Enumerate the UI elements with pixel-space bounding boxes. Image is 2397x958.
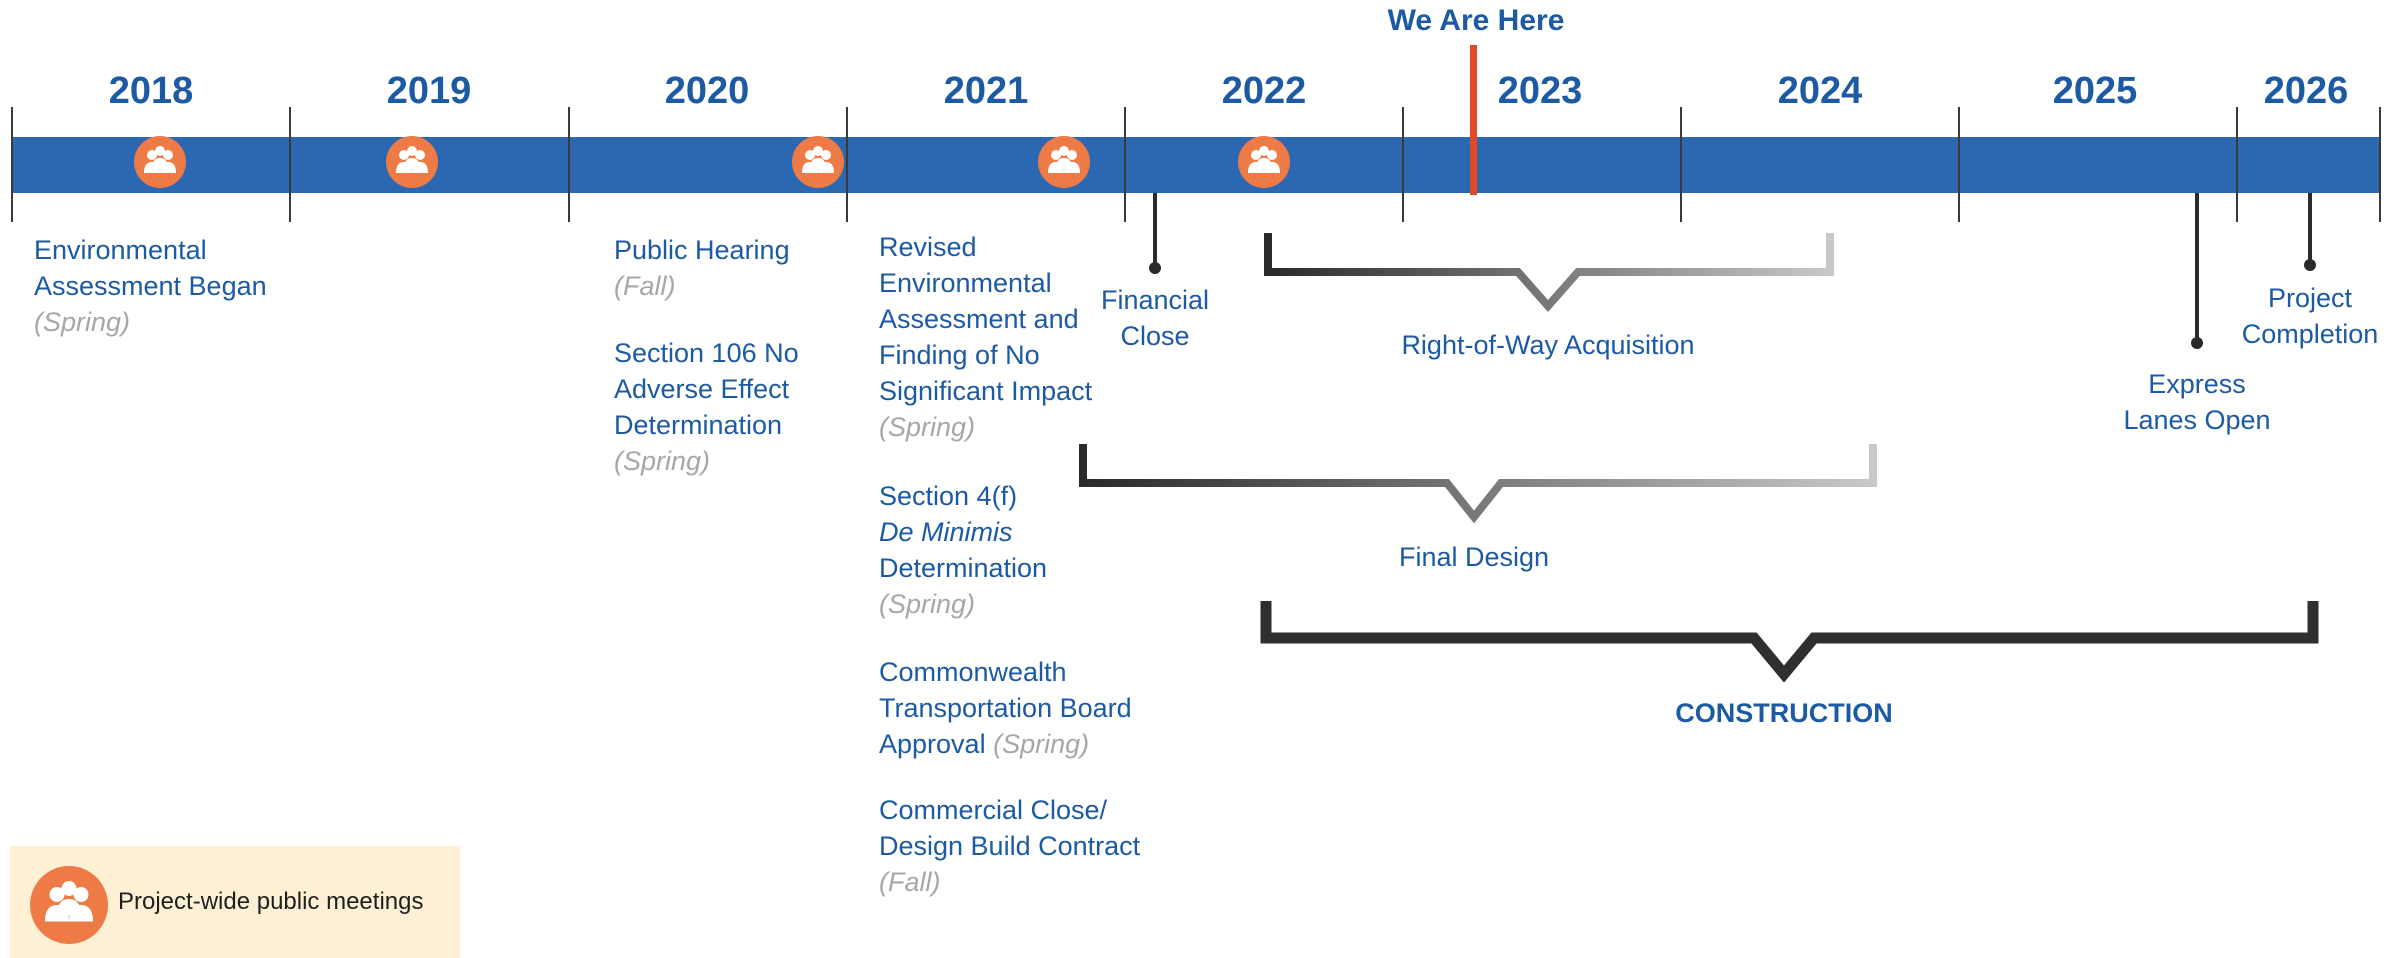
phase-label-construction: CONSTRUCTION	[1675, 698, 1893, 728]
people-group-icon	[1238, 136, 1290, 188]
express-lanes-pin	[2195, 193, 2199, 341]
year-label-2018: 2018	[108, 70, 194, 112]
year-divider	[846, 107, 848, 222]
milestone-text: Determination	[879, 553, 1048, 583]
milestone-express-lanes: Express Lanes Open	[2097, 366, 2297, 438]
milestone-text: Section 106 No	[614, 338, 799, 368]
milestone-section-106: Section 106 No Adverse Effect Determinat…	[614, 335, 799, 479]
we-are-here-marker	[1470, 45, 1477, 195]
milestone-text: Adverse Effect	[614, 374, 790, 404]
milestone-ctb-approval: Commonwealth Transportation Board Approv…	[879, 654, 1132, 762]
we-are-here-label: We Are Here	[1387, 4, 1565, 37]
people-group-icon	[30, 866, 108, 944]
milestone-text: Environmental	[879, 268, 1052, 298]
milestone-project-completion: Project Completion	[2210, 280, 2397, 352]
legend-label: Project-wide public meetings	[118, 888, 424, 915]
construction-bracket	[1260, 601, 2319, 683]
year-divider	[568, 107, 570, 222]
milestone-text: Finding of No	[879, 340, 1040, 370]
milestone-text: Revised	[879, 232, 977, 262]
year-label-2024: 2024	[1777, 70, 1863, 112]
phase-label-final-design: Final Design	[1398, 542, 1550, 572]
milestone-text: Financial	[1100, 285, 1210, 315]
milestone-text: Project	[2267, 283, 2353, 313]
year-divider	[289, 107, 291, 222]
milestone-commercial-close: Commercial Close/ Design Build Contract …	[879, 792, 1140, 900]
year-divider	[11, 107, 13, 222]
year-divider	[1680, 107, 1682, 222]
milestone-environmental-assessment: Environmental Assessment Began (Spring)	[34, 232, 267, 340]
people-group-icon	[386, 136, 438, 188]
year-divider	[2379, 107, 2381, 222]
milestone-season: (Spring)	[879, 589, 976, 619]
phase-label-right-of-way: Right-of-Way Acquisition	[1401, 330, 1695, 360]
project-completion-pin	[2308, 193, 2312, 263]
milestone-text: Section 4(f)	[879, 481, 1018, 511]
milestone-season: (Fall)	[879, 867, 941, 897]
milestone-text: Assessment and	[879, 304, 1079, 334]
year-divider	[1124, 107, 1126, 222]
milestone-text: Environmental	[34, 235, 207, 265]
milestone-revised-ea: Revised Environmental Assessment and Fin…	[879, 229, 1092, 445]
people-group-icon	[134, 136, 186, 188]
people-group-icon	[1038, 136, 1090, 188]
milestone-text: Completion	[2241, 319, 2379, 349]
milestone-season: (Fall)	[614, 271, 676, 301]
milestone-text: Approval	[879, 729, 986, 759]
milestone-public-hearing: Public Hearing (Fall)	[614, 232, 790, 304]
year-label-2026: 2026	[2263, 70, 2349, 112]
year-label-2025: 2025	[2052, 70, 2138, 112]
milestone-text: Significant Impact	[879, 376, 1093, 406]
milestone-text: Determination	[614, 410, 783, 440]
milestone-text: Public Hearing	[614, 235, 790, 265]
year-label-2021: 2021	[943, 70, 1029, 112]
milestone-text: Lanes Open	[2123, 405, 2271, 435]
milestone-financial-close: Financial Close	[1060, 282, 1250, 354]
milestone-text: Assessment Began	[34, 271, 267, 301]
milestone-season: (Spring)	[879, 412, 976, 442]
year-label-2022: 2022	[1221, 70, 1307, 112]
project-completion-pin-dot	[2304, 259, 2316, 271]
milestone-text: Commonwealth	[879, 657, 1067, 687]
year-divider	[2236, 107, 2238, 222]
express-lanes-pin-dot	[2191, 337, 2203, 349]
legend: Project-wide public meetings	[10, 846, 460, 958]
milestone-season: (Spring)	[34, 307, 131, 337]
milestone-text: Express	[2148, 369, 2246, 399]
milestone-season: (Spring)	[993, 729, 1090, 759]
final-design-bracket	[1079, 444, 1877, 524]
year-label-2020: 2020	[664, 70, 750, 112]
milestone-text: Close	[1120, 321, 1190, 351]
financial-close-pin-dot	[1149, 262, 1161, 274]
milestone-text: Commercial Close/	[879, 795, 1108, 825]
year-divider	[1402, 107, 1404, 222]
milestone-text: Design Build Contract	[879, 831, 1141, 861]
right-of-way-bracket	[1264, 233, 1834, 313]
year-label-2019: 2019	[386, 70, 472, 112]
milestone-section-4f: Section 4(f) De Minimis Determination (S…	[879, 478, 1047, 622]
milestone-season: (Spring)	[614, 446, 711, 476]
milestone-text: De Minimis	[879, 517, 1013, 547]
year-label-2023: 2023	[1497, 70, 1583, 112]
people-group-icon	[792, 136, 844, 188]
financial-close-pin	[1153, 193, 1157, 267]
milestone-text: Transportation Board	[879, 693, 1132, 723]
year-divider	[1958, 107, 1960, 222]
